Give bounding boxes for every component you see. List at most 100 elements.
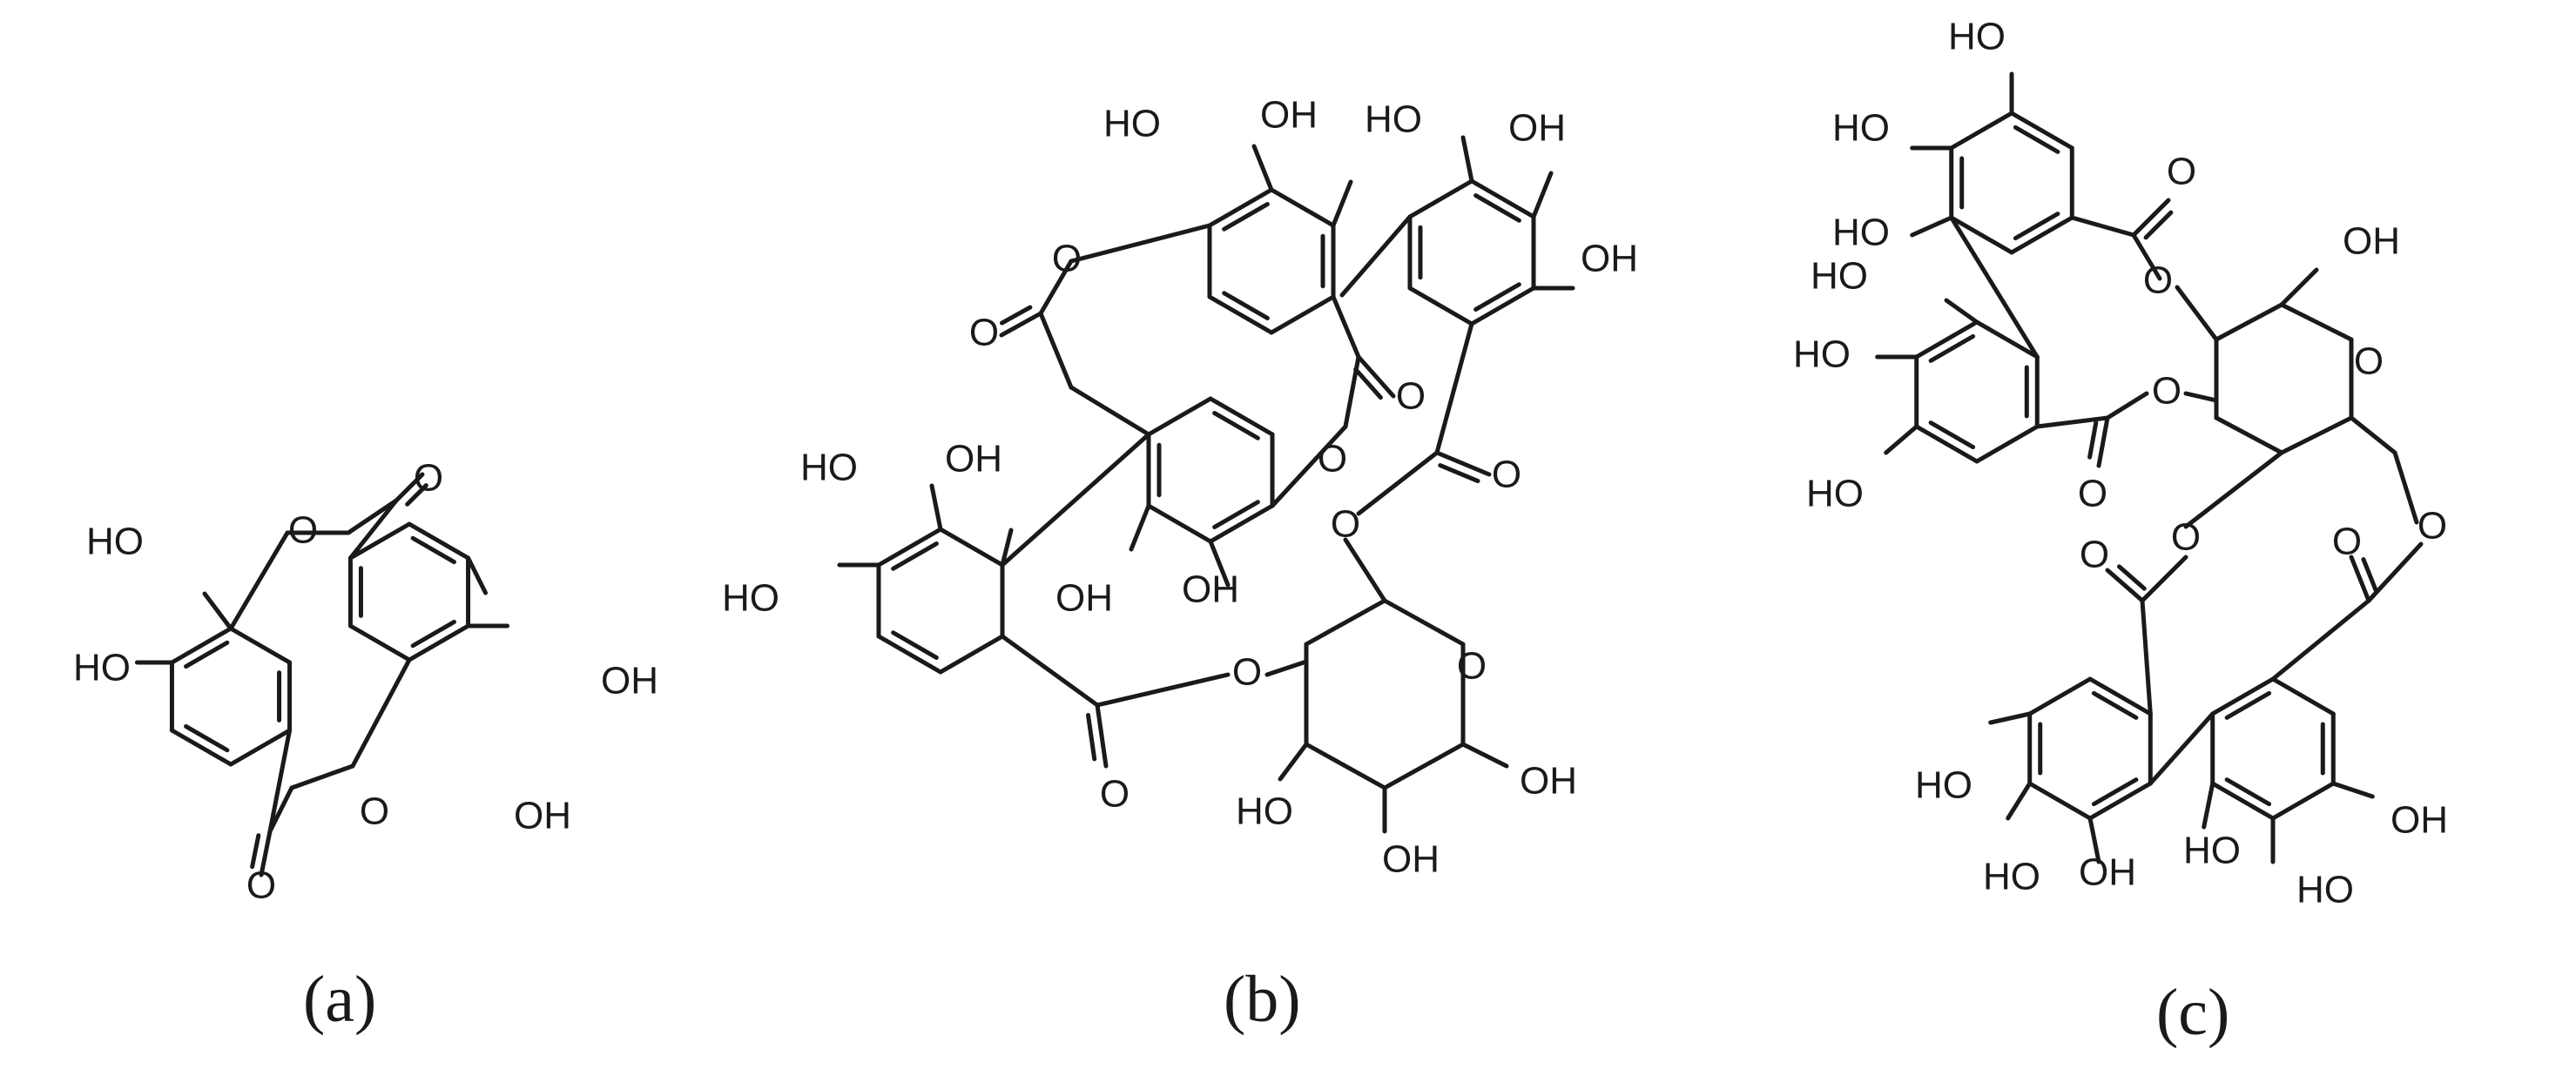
bond-line	[2392, 450, 2419, 525]
bond-line	[2270, 598, 2371, 682]
bond-line	[2087, 676, 2153, 716]
bond-line	[1434, 321, 1474, 455]
bond-line	[2013, 212, 2060, 241]
bond-line	[876, 634, 943, 675]
atom-label: HO	[1832, 212, 1890, 254]
bond-line	[289, 763, 355, 790]
bond-line	[2096, 415, 2110, 468]
bond-line	[1438, 463, 1480, 484]
bond-line	[999, 305, 1033, 326]
bond-line	[407, 521, 471, 561]
bond-line	[1069, 223, 1212, 264]
atom-label: OH	[1508, 107, 1566, 150]
bond-line	[1095, 672, 1231, 708]
bond-line	[1382, 598, 1466, 647]
bond-line	[2143, 210, 2174, 240]
atom-label: HO	[2183, 830, 2241, 872]
atom-label: O	[2080, 534, 2109, 576]
bond-line	[1212, 500, 1260, 529]
bond-line	[2183, 450, 2284, 529]
caption-c: (c)	[2156, 976, 2230, 1049]
atom-label: HO	[800, 447, 858, 489]
bond-line	[1269, 294, 1336, 335]
bond-line	[929, 483, 943, 532]
bond-line	[1304, 742, 1387, 790]
bond-line	[1473, 282, 1521, 312]
bond-line	[184, 723, 230, 753]
bond-line	[2009, 215, 2074, 255]
bond-line	[169, 728, 233, 767]
bond-line	[1473, 193, 1521, 223]
caption-a: (a)	[303, 963, 377, 1036]
bond-line	[250, 833, 261, 870]
bond-line	[1208, 396, 1275, 437]
atom-label: OH	[601, 660, 658, 703]
bond-line	[1207, 294, 1274, 335]
atom-label: O	[2143, 259, 2173, 302]
bond-line	[2183, 391, 2219, 403]
bond-line	[1278, 742, 1309, 782]
bond-line	[2034, 415, 2110, 429]
bond-line	[2105, 391, 2149, 420]
bond-line	[1949, 215, 2040, 360]
bond-line	[1331, 294, 1361, 360]
bond-line	[2210, 676, 2276, 716]
bond-line	[1356, 354, 1396, 399]
bond-line	[1331, 179, 1353, 228]
atom-label: O	[969, 312, 999, 354]
atom-label: HO	[1793, 333, 1851, 376]
bond-line	[2175, 285, 2219, 342]
bond-line	[1207, 187, 1274, 228]
bond-line	[2279, 415, 2354, 455]
bond-line	[1382, 742, 1466, 790]
bond-line	[1974, 424, 2040, 464]
bond-line	[891, 541, 939, 571]
bond-line	[1343, 354, 1361, 429]
bond-line	[410, 619, 456, 649]
bond-line	[1914, 319, 1979, 360]
bond-line	[1129, 503, 1151, 552]
bond-line	[2027, 781, 2093, 821]
caption-b: (b)	[1224, 963, 1301, 1036]
atom-label: OH	[1260, 94, 1318, 137]
atom-label: O	[360, 790, 389, 833]
atom-label: O	[1318, 438, 1347, 481]
atom-label: OH	[2343, 220, 2400, 263]
bond-line	[876, 527, 943, 568]
atom-label: HO	[1236, 790, 1293, 833]
bond-line	[1949, 111, 2014, 151]
atom-label: HO	[1832, 107, 1890, 150]
bond-line	[2131, 232, 2162, 281]
bond-line	[410, 535, 456, 565]
bond-line	[1208, 503, 1275, 544]
bond-line	[1339, 214, 1413, 298]
bond-line	[1146, 396, 1213, 437]
atom-label: HO	[1983, 856, 2040, 898]
atom-label: OH	[945, 438, 1002, 481]
bond-line	[2349, 415, 2397, 455]
bond-line	[1000, 528, 1014, 568]
bond-line	[2279, 267, 2319, 307]
bond-line	[1974, 319, 2040, 360]
bond-line	[1222, 202, 1270, 232]
bond-line	[2091, 777, 2139, 807]
atom-label: HO	[73, 647, 131, 689]
bond-line	[2140, 555, 2188, 603]
bond-line	[2202, 781, 2215, 830]
bond-line	[1146, 503, 1213, 544]
bond-line	[184, 640, 230, 669]
bond-line	[2148, 711, 2215, 786]
bond-line	[938, 634, 1005, 675]
bond-line	[891, 630, 939, 660]
bond-line	[1251, 144, 1274, 192]
atom-label: HO	[1103, 103, 1161, 145]
bond-line	[405, 483, 428, 507]
atom-label: HO	[86, 521, 144, 563]
bond-line	[2087, 781, 2153, 821]
atom-label: O	[1457, 645, 1487, 688]
bond-line	[2027, 676, 2093, 716]
bond-line	[2013, 124, 2060, 154]
